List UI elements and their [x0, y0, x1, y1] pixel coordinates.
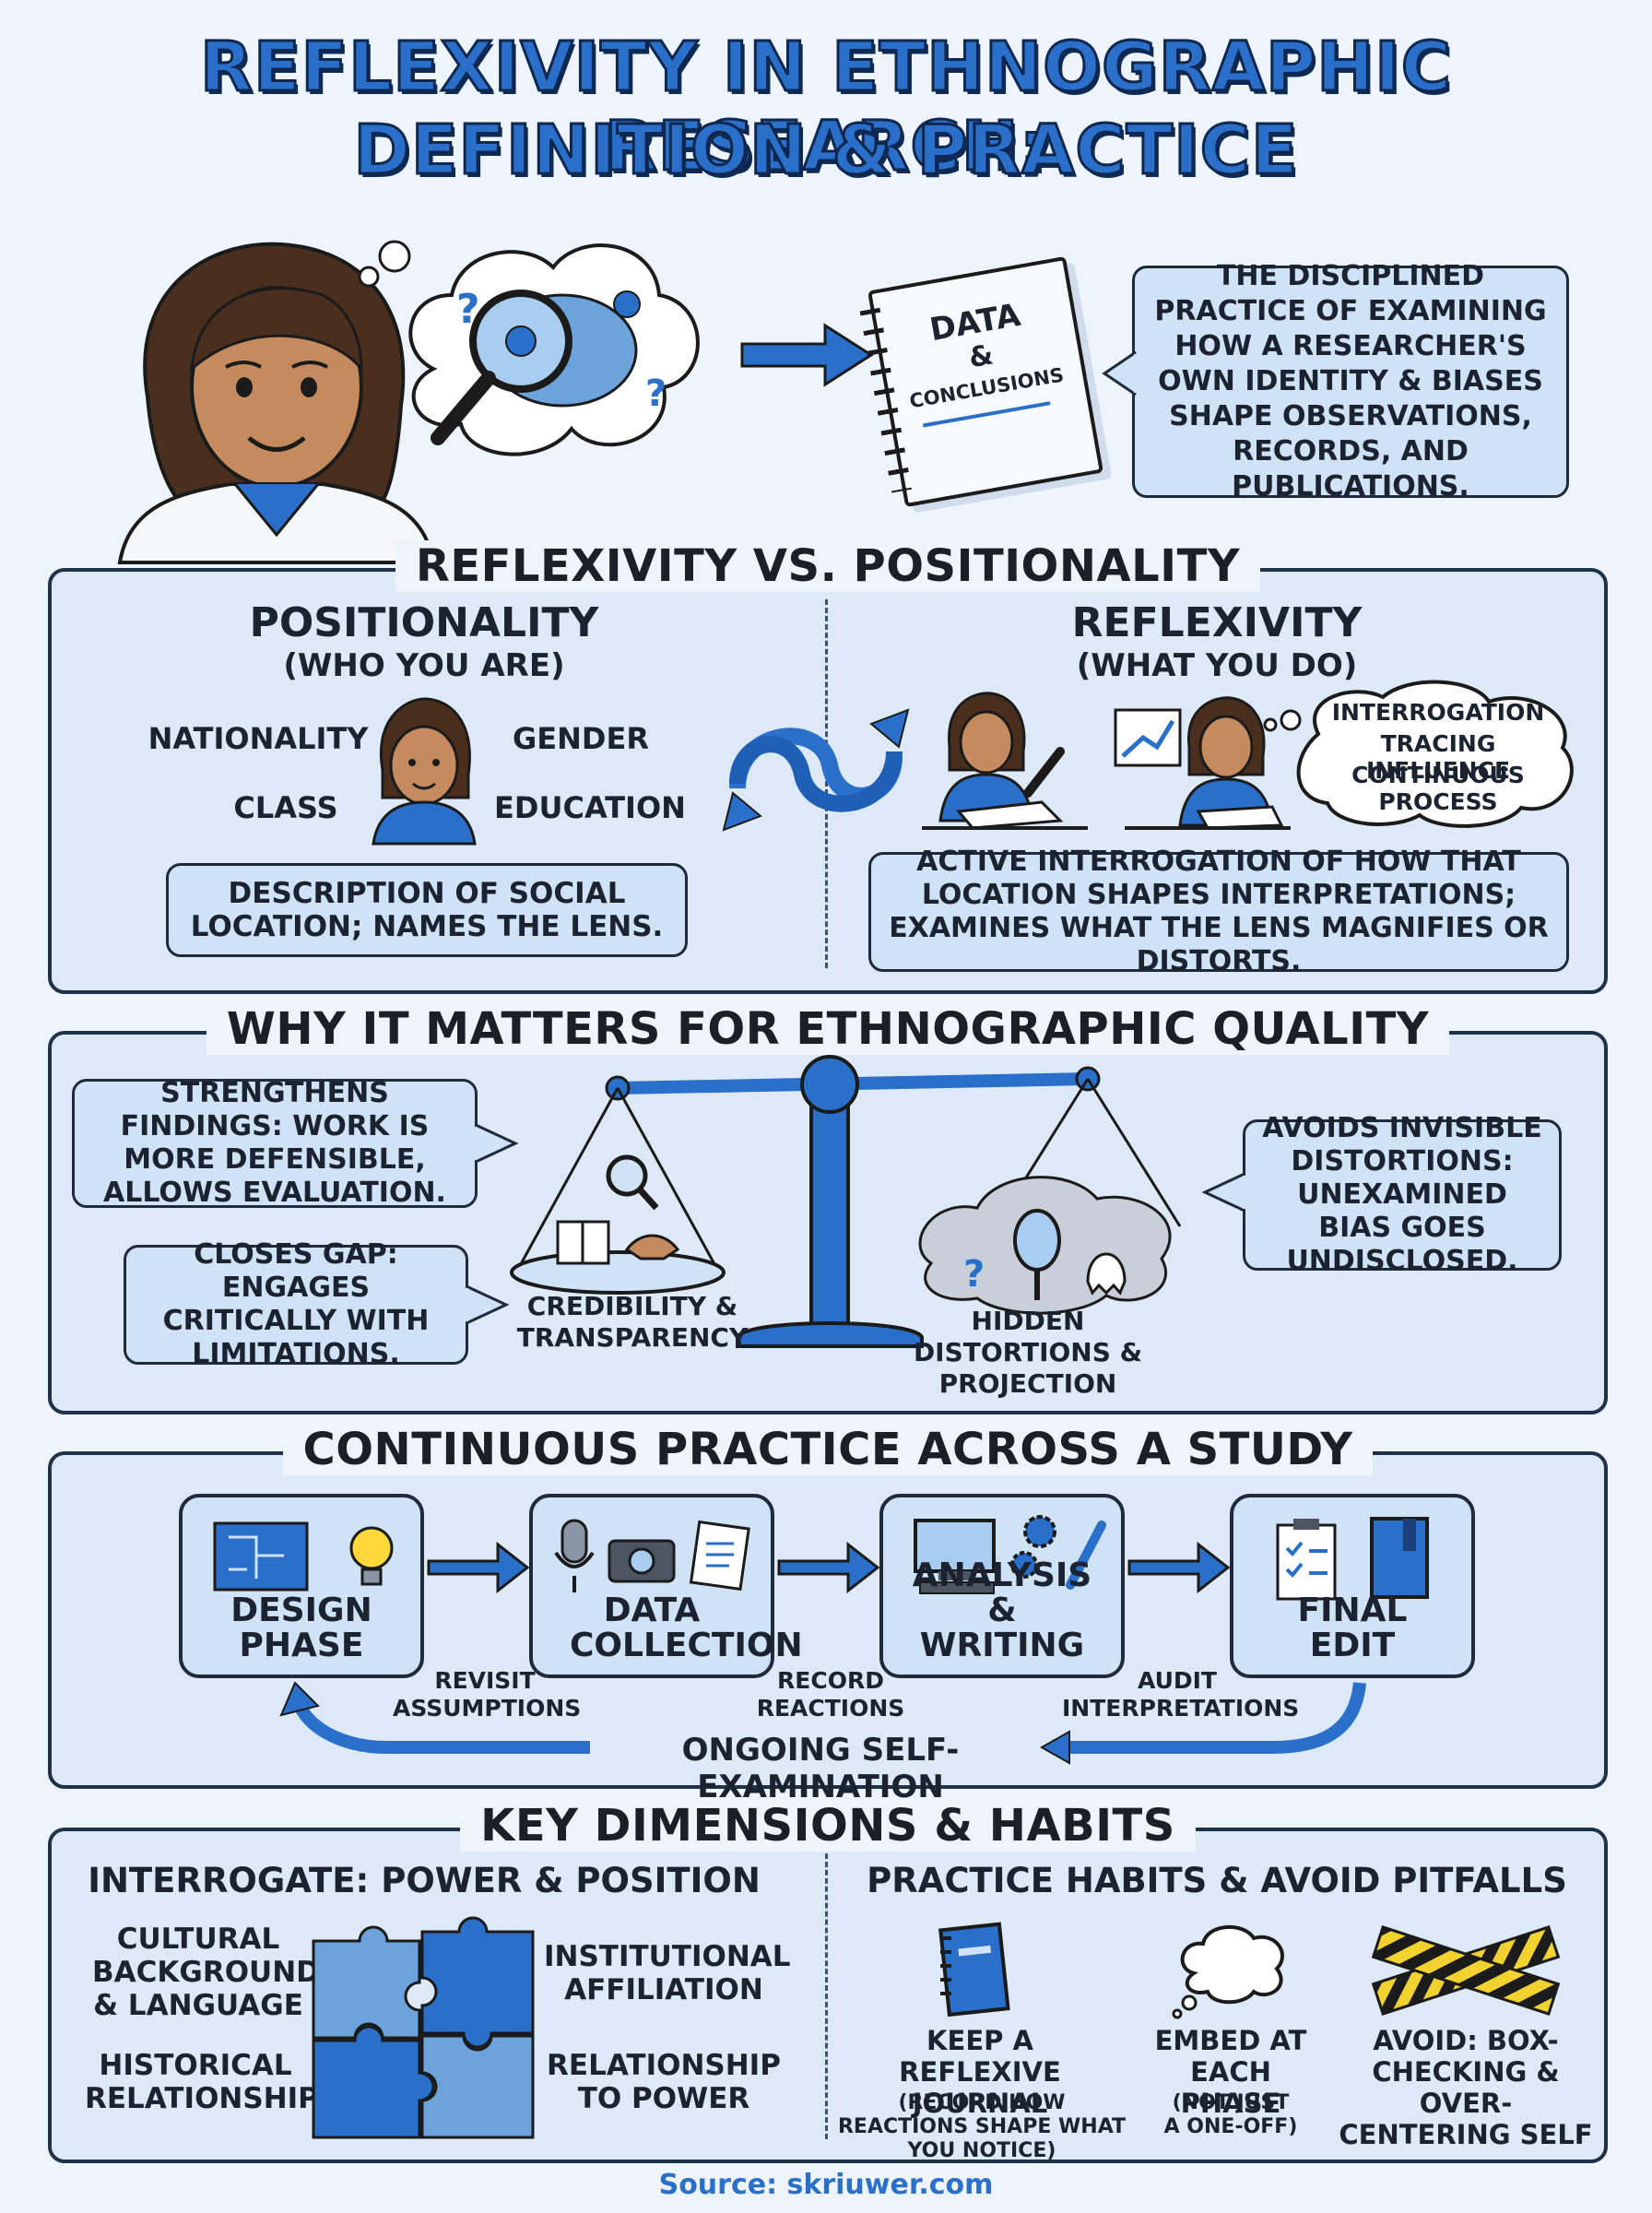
right-pan-label: HIDDEN DISTORTIONS & PROJECTION [876, 1306, 1180, 1400]
step-arrows [427, 1541, 1231, 1594]
loop-note-record: RECORD REACTIONS [756, 1667, 905, 1722]
closes-gap-text: CLOSES GAP: ENGAGES CRITICALLY WITH LIMI… [162, 1238, 430, 1370]
step-analysis-writing: ANALYSIS & WRITING [879, 1494, 1125, 1678]
microphone-icon [554, 1519, 595, 1592]
avoids-text: AVOIDS INVISIBLE DISTORTIONS: UNEXAMINED… [1262, 1112, 1542, 1277]
balance-scale-illustration: ? [510, 1055, 1182, 1348]
positionality-subtitle: (WHO YOU ARE) [283, 647, 565, 684]
checklist-icon [1276, 1519, 1337, 1601]
step-analysis-label: ANALYSIS & WRITING [912, 1556, 1092, 1664]
dimensions-divider [825, 1853, 828, 2139]
reflexivity-thought-cloud [1263, 680, 1574, 828]
thought-cloud-brain: ? ? [358, 240, 700, 456]
avoids-bubble: AVOIDS INVISIBLE DISTORTIONS: UNEXAMINED… [1243, 1112, 1562, 1277]
person-portrait-icon [372, 697, 477, 846]
thought-tracing-influence: TRACING INFLUENCE [1365, 730, 1511, 784]
left-pan-label: CREDIBILITY & TRANSPARENCY [513, 1291, 752, 1354]
interrogate-title: INTERROGATE: POWER & POSITION [88, 1861, 761, 1900]
reflexivity-title: REFLEXIVITY [1071, 599, 1363, 646]
dimension-historical: HISTORICAL RELATIONSHIP [85, 2049, 319, 2115]
practice-heading-wrap: CONTINUOUS PRACTICE ACROSS A STUDY [52, 1424, 1604, 1475]
dimension-cultural: CULTURAL BACKGROUND & LANGUAGE [92, 1923, 320, 2022]
dimension-institutional: INSTITUTIONAL AFFILIATION [544, 1940, 791, 2006]
thought-cloud-icon [1172, 1925, 1284, 2019]
loop-label: ONGOING SELF-EXAMINATION [681, 1732, 960, 1805]
quality-heading: WHY IT MATTERS FOR ETHNOGRAPHIC QUALITY [206, 1003, 1450, 1055]
avoids-bubble-tail [1201, 1172, 1250, 1213]
reflexivity-description-text: ACTIVE INTERROGATION OF HOW THAT LOCATIO… [889, 846, 1549, 977]
camera-icon [608, 1539, 676, 1583]
data-notebook: DATA & CONCLUSIONS [859, 255, 1104, 508]
svg-text:?: ? [963, 1253, 985, 1296]
habit-avoid-label: AVOID: BOX-CHECKING & OVER-CENTERING SEL… [1339, 2025, 1593, 2150]
intro-arrow [740, 323, 874, 387]
svg-text:?: ? [456, 286, 480, 333]
quality-heading-wrap: WHY IT MATTERS FOR ETHNOGRAPHIC QUALITY [52, 1003, 1604, 1055]
swap-arrows-icon [722, 708, 910, 832]
page-title-line1: REFLEXIVITY IN ETHNOGRAPHIC RESEARCH: [198, 27, 1453, 188]
habit-embed-note: (NOT JUST A ONE-OFF) [1163, 2091, 1298, 2138]
step-design-phase: DESIGN PHASE [179, 1494, 424, 1678]
step-final-edit-label: FINAL EDIT [1297, 1592, 1408, 1664]
loop-note-audit: AUDIT INTERPRETATIONS [1062, 1667, 1300, 1722]
notepad-icon [689, 1520, 750, 1592]
positionality-description: DESCRIPTION OF SOCIAL LOCATION; NAMES TH… [166, 863, 688, 957]
step-design-label: DESIGN PHASE [230, 1592, 372, 1664]
closes-gap-bubble: CLOSES GAP: ENGAGES CRITICALLY WITH LIMI… [124, 1238, 468, 1370]
definition-bubble: THE DISCIPLINED PRACTICE OF EXAMINING HO… [1132, 260, 1569, 503]
comparison-heading-wrap: REFLEXIVITY VS. POSITIONALITY [52, 540, 1604, 592]
definition-bubble-tail [1102, 350, 1141, 396]
loop-note-revisit: REVISIT ASSUMPTIONS [393, 1667, 582, 1722]
factor-nationality: NATIONALITY [148, 721, 369, 756]
svg-text:?: ? [645, 373, 667, 415]
factor-gender: GENDER [513, 721, 649, 756]
step-final-edit: FINAL EDIT [1230, 1494, 1475, 1678]
positionality-title: POSITIONALITY [249, 599, 599, 646]
researcher-illustration [117, 242, 436, 564]
lightbulb-icon [349, 1526, 394, 1586]
caution-tape-icon [1371, 1925, 1561, 2016]
dimensions-panel: KEY DIMENSIONS & HABITS [48, 1800, 1608, 2163]
strengthens-bubble: STRENGTHENS FINDINGS: WORK IS MORE DEFEN… [72, 1077, 478, 1209]
definition-text: THE DISCIPLINED PRACTICE OF EXAMINING HO… [1154, 260, 1547, 503]
reflexivity-subtitle: (WHAT YOU DO) [1076, 647, 1358, 684]
left-pan-text: CREDIBILITY & TRANSPARENCY [516, 1291, 749, 1353]
researcher-writing-illustration [922, 692, 1291, 830]
dimensions-heading: KEY DIMENSIONS & HABITS [460, 1800, 1196, 1852]
factor-class: CLASS [233, 790, 338, 825]
habit-journal-note: (RECORD HOW REACTIONS SHAPE WHAT YOU NOT… [837, 2091, 1127, 2162]
habit-embed-label: EMBED AT EACH PHASE [1154, 2025, 1307, 2119]
habit-journal-label: KEEP A REFLEXIVE JOURNAL [899, 2025, 1061, 2119]
thought-continuous-process: CONTINUOUS PROCESS [1351, 762, 1525, 815]
feedback-loop-arrow [279, 1681, 1366, 1765]
dimension-power: RELATIONSHIP TO POWER [547, 2049, 781, 2115]
thought-interrogation: INTERROGATION [1331, 699, 1545, 726]
step-data-collection-label: DATA COLLECTION [570, 1592, 803, 1664]
strengthens-text: STRENGTHENS FINDINGS: WORK IS MORE DEFEN… [103, 1077, 446, 1209]
right-pan-text: HIDDEN DISTORTIONS & PROJECTION [913, 1306, 1143, 1399]
reflexivity-description: ACTIVE INTERROGATION OF HOW THAT LOCATIO… [868, 846, 1569, 977]
dimensions-heading-wrap: KEY DIMENSIONS & HABITS [52, 1800, 1604, 1852]
journal-icon [938, 1922, 1010, 2018]
comparison-divider [825, 599, 828, 968]
puzzle-pieces-icon [312, 1916, 535, 2139]
positionality-description-text: DESCRIPTION OF SOCIAL LOCATION; NAMES TH… [190, 877, 664, 943]
gears-icon [1010, 1515, 1056, 1579]
blueprint-icon [213, 1521, 309, 1592]
comparison-heading: REFLEXIVITY VS. POSITIONALITY [395, 540, 1261, 592]
source-credit: Source: skriuwer.com [658, 2169, 994, 2201]
computer-icon [914, 1519, 996, 1594]
step-data-collection: DATA COLLECTION [529, 1494, 803, 1678]
page-title-line2: DEFINITION & PRACTICE [352, 110, 1299, 192]
pen-icon [1066, 1521, 1106, 1590]
book-icon [1370, 1517, 1429, 1599]
closes-gap-bubble-tail [461, 1284, 510, 1325]
strengthens-bubble-tail [470, 1123, 519, 1164]
practice-heading: CONTINUOUS PRACTICE ACROSS A STUDY [282, 1424, 1374, 1475]
factor-education: EDUCATION [494, 790, 686, 825]
habits-title: PRACTICE HABITS & AVOID PITFALLS [867, 1861, 1567, 1900]
